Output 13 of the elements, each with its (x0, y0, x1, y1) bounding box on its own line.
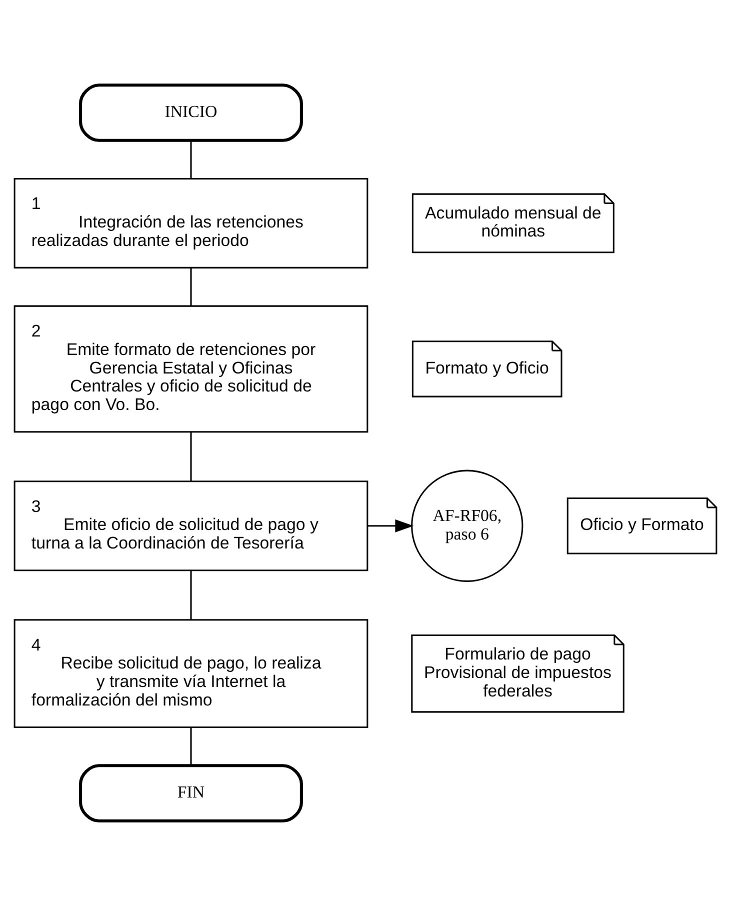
node-circle: AF-RF06, paso 6 (411, 469, 524, 582)
node-box: 3 Emite oficio de solicitud de pago y turna a la Coordinación de Tesorería (14, 480, 368, 571)
node-box: 4 Recibe solicitud de pago, lo realiza y transmite vía Internet la formalización del mismo (14, 618, 368, 728)
node-box: 1 Integración de las retenciones realizadas durante el periodo (14, 177, 368, 268)
connector (190, 432, 192, 481)
node-box: INICIO (79, 83, 303, 142)
connector (190, 570, 192, 620)
connector (190, 140, 192, 178)
connector (190, 727, 192, 765)
node-box: FIN (79, 764, 303, 822)
connector (190, 267, 192, 306)
node-box: 2 Emite formato de retenciones por Gerencia Estatal y Oficinas Centrales y oficio de solicitud de pago con Vo. Bo. (14, 304, 368, 432)
arrow (368, 518, 414, 532)
